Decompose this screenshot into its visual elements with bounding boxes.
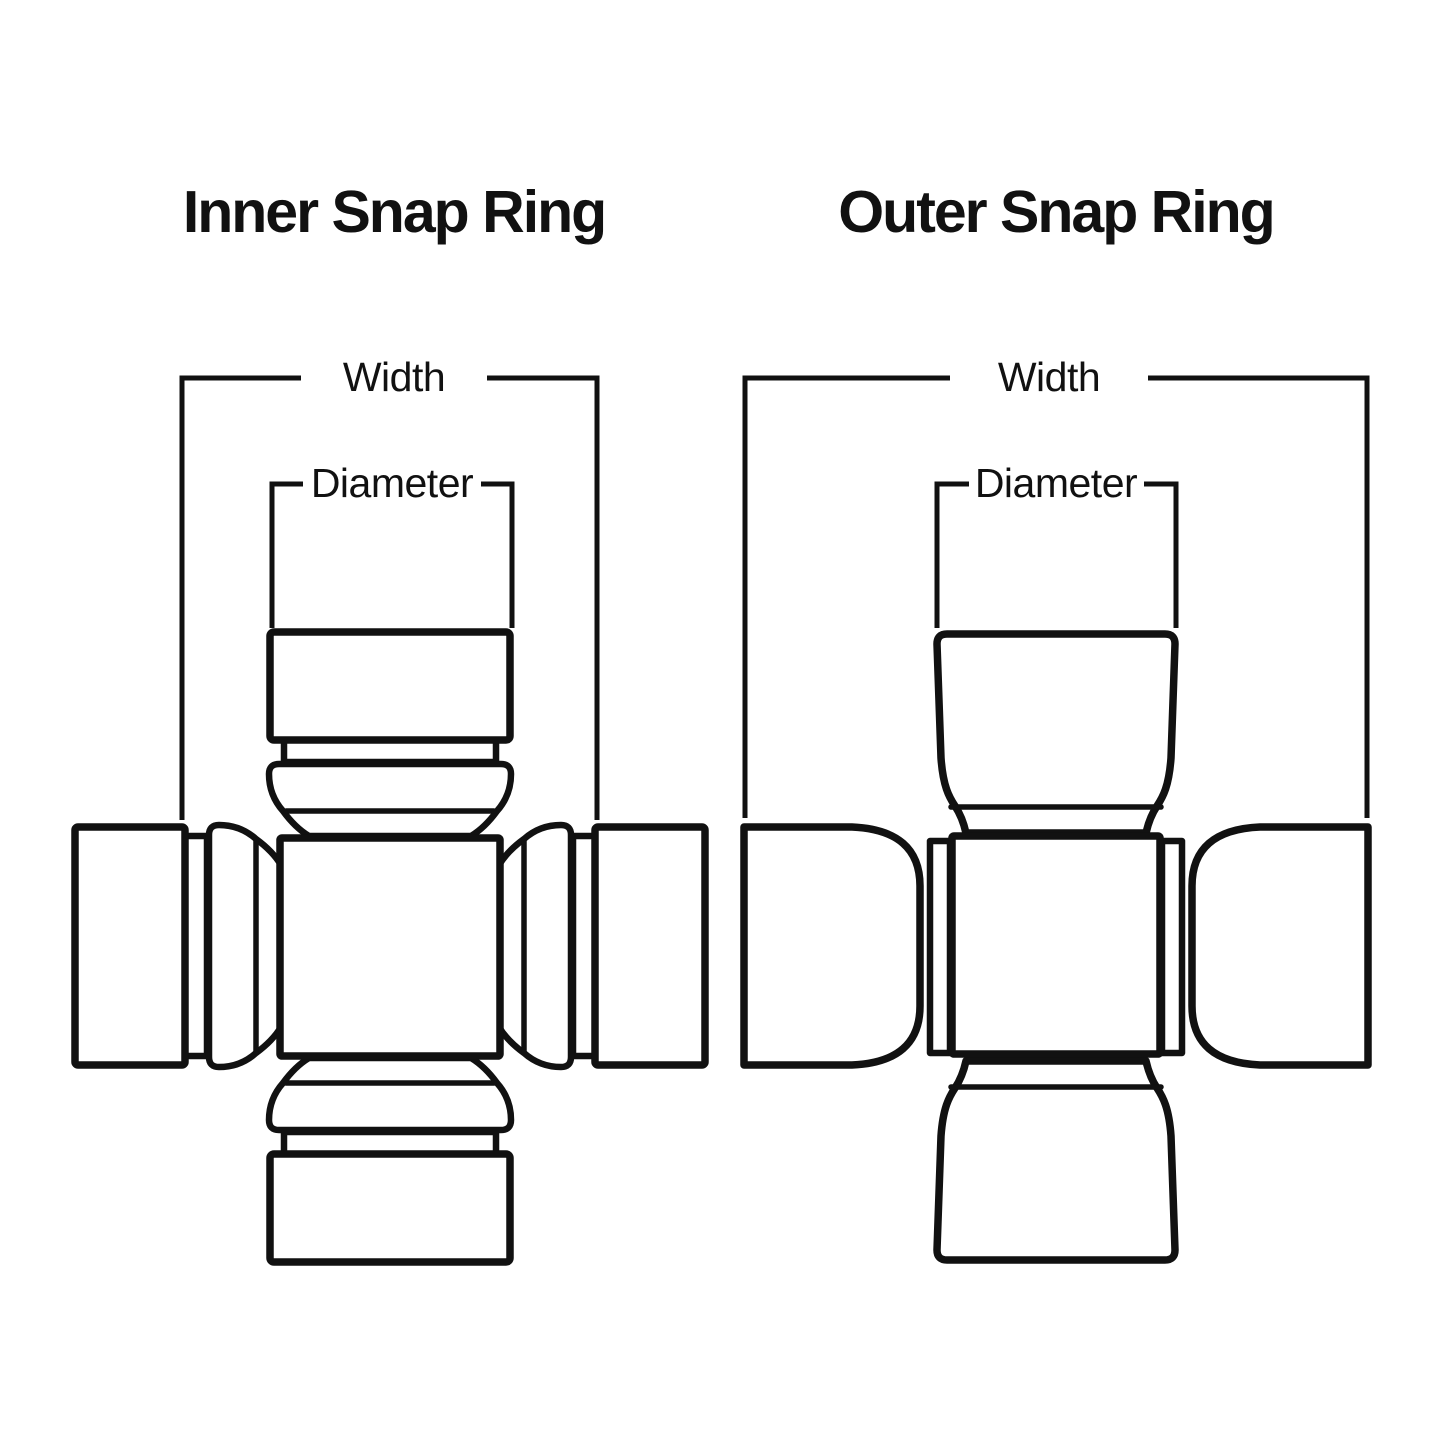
top-bearing-cap: [266, 628, 514, 744]
diameter-dimension-line-right: [481, 481, 515, 628]
cross-body: [276, 834, 504, 1060]
width-dimension-line-left: [179, 375, 301, 820]
right-seal-boot: [495, 821, 575, 1071]
left-cap-neck: [926, 837, 954, 1057]
diameter-dimension-line-left: [269, 481, 303, 628]
width-dimension-label: Width: [343, 354, 445, 400]
top-seal-boot: [265, 760, 515, 840]
outer-diagram-title: Outer Snap Ring: [838, 179, 1273, 245]
width-dimension-line-right: [487, 375, 600, 820]
width-dimension-line-left: [742, 375, 950, 818]
cross-body: [948, 832, 1164, 1058]
width-dimension-label: Width: [998, 354, 1100, 400]
outer-u-joint-cross: [740, 630, 1372, 1264]
inner-snap-ring-diagram: Inner Snap Ring Width Diameter: [71, 179, 709, 1266]
right-cap-neck: [1158, 837, 1186, 1057]
left-bearing-cap: [740, 823, 924, 1069]
bottom-bearing-cap: [933, 1057, 1179, 1264]
width-dimension-line-right: [1148, 375, 1370, 818]
diameter-dimension-line-right: [1144, 481, 1179, 628]
bottom-seal-boot: [265, 1054, 515, 1134]
top-bearing-cap: [933, 630, 1179, 837]
left-bearing-cap: [71, 823, 189, 1069]
right-bearing-cap: [591, 823, 709, 1069]
bottom-bearing-cap: [266, 1150, 514, 1266]
right-bearing-cap: [1188, 823, 1372, 1069]
diameter-dimension-label: Diameter: [975, 460, 1137, 506]
left-seal-boot: [205, 821, 285, 1071]
diameter-dimension-label: Diameter: [311, 460, 473, 506]
outer-snap-ring-diagram: Outer Snap Ring Width Diameter: [740, 179, 1372, 1264]
diameter-dimension-line-left: [934, 481, 969, 628]
inner-u-joint-cross: [71, 628, 709, 1266]
inner-diagram-title: Inner Snap Ring: [183, 179, 605, 245]
